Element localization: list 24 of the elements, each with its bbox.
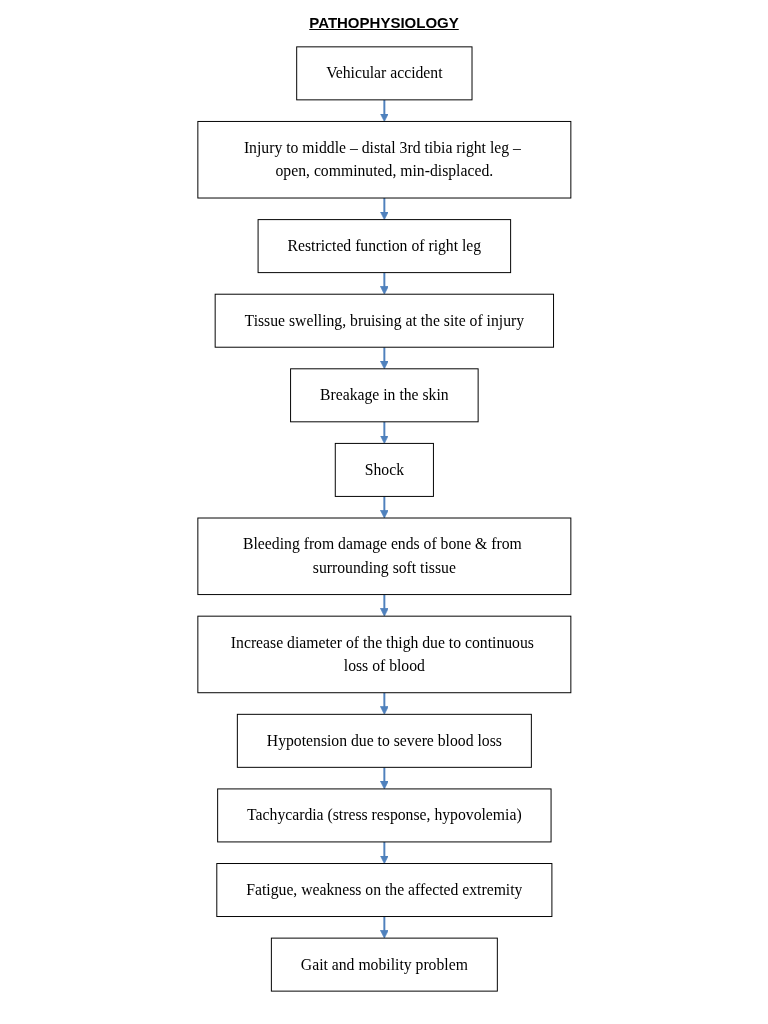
arrow	[379, 197, 389, 220]
arrow	[379, 271, 389, 295]
node-box: Shock	[334, 442, 434, 497]
arrow	[379, 915, 389, 939]
node-box: Tachycardia (stress response, hypovolemia)	[216, 788, 552, 843]
arrow	[379, 98, 389, 122]
arrow	[379, 420, 389, 444]
node-box: Increase diameter of the thigh due to continuous loss of blood	[197, 615, 571, 694]
node-box: Injury to middle – distal 3rd tibia right leg – open, comminuted, min-displaced.	[197, 120, 571, 199]
arrow	[379, 766, 389, 790]
node-box: Tissue swelling, bruising at the site of injury	[214, 293, 554, 348]
arrow	[379, 495, 389, 519]
arrow	[379, 840, 389, 864]
node-box: Breakage in the skin	[289, 368, 479, 423]
node-box: Bleeding from damage ends of bone & from surrounding soft tissue	[197, 517, 571, 596]
diagram-title: PATHOPHYSIOLOGY	[308, 14, 460, 31]
arrow	[379, 691, 389, 715]
arrow	[379, 593, 389, 617]
node-box: Hypotension due to severe blood loss	[236, 713, 532, 768]
node-box: Gait and mobility problem	[270, 937, 498, 992]
node-box: Restricted function of right leg	[257, 219, 511, 274]
arrow	[379, 346, 389, 370]
node-box: Fatigue, weakness on the affected extremity	[215, 863, 553, 917]
node-box: Vehicular accident	[295, 46, 473, 101]
